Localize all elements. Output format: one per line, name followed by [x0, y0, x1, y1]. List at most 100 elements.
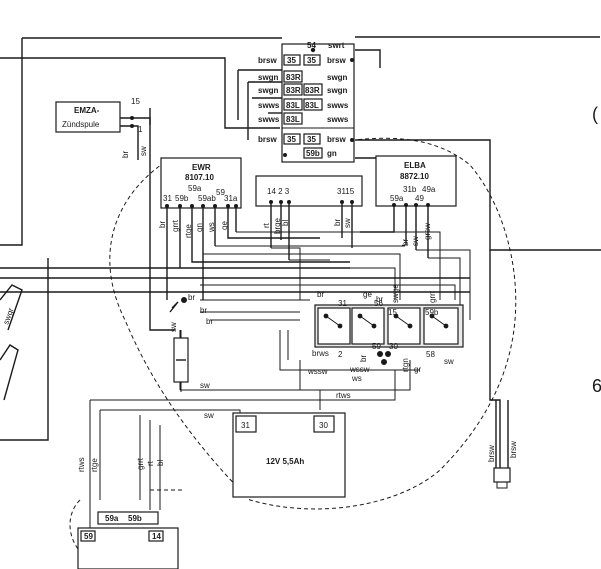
- relay-top-grrt: grrt: [428, 290, 437, 303]
- relay-top-swge: swge: [391, 284, 400, 303]
- battery-label: 12V 5,5Ah: [266, 457, 304, 466]
- sw-row1-pin1: 83R: [286, 73, 301, 82]
- ewr-wire-br: br: [158, 221, 167, 228]
- center-wire-rt: rt: [262, 222, 271, 228]
- lamp-wire-rtws: rtws: [77, 457, 86, 472]
- relay-pin-2: 2: [338, 350, 343, 359]
- ewr-pin-59a: 59a: [188, 184, 202, 193]
- ewr-regulator: EWR 8107.10 59a 59 31 59b 59ab 31a br gr…: [158, 157, 350, 300]
- sw-row3-pin1: 83L: [286, 101, 300, 110]
- elba-pin-49a: 49a: [422, 185, 436, 194]
- relay-wire-br: br: [376, 295, 383, 304]
- center-pins-right: 3115: [337, 187, 355, 196]
- emza-subtitle: Zündspule: [62, 120, 100, 129]
- ground-wire-br: br: [188, 293, 195, 302]
- sw-row0-pin2: 35: [307, 56, 316, 65]
- sw-row3-right: swws: [327, 101, 349, 110]
- center-connector: 14 2 3 3115 rt brge bl br sw: [255, 175, 363, 260]
- relay-wire-brws: brws: [312, 349, 329, 358]
- ground-wire-br-3: br: [206, 317, 213, 326]
- lamp-wire-grrt: grrt: [136, 457, 145, 470]
- sw-row2-right: swgn: [327, 86, 348, 95]
- relay-wire-rtgn: rtgn: [401, 358, 410, 372]
- emza-title: EMZA-: [74, 106, 100, 115]
- sw-row0-top: 54: [307, 41, 316, 50]
- relay-pin-59: 59: [372, 342, 381, 351]
- elba-pin-31b: 31b: [403, 185, 417, 194]
- center-wire-sw: sw: [343, 218, 352, 228]
- sw-row1-left: swgn: [258, 73, 279, 82]
- ewr-pin-59b: 59b: [175, 194, 189, 203]
- lamp-wire-rt: rt: [146, 460, 155, 466]
- relay-wire-wssw-2: wssw: [349, 365, 370, 374]
- batt-wire-sw: sw: [204, 411, 214, 420]
- lamp-pin-59: 59: [84, 532, 93, 541]
- elba-module: ELBA 8872.10 31b 49a 59a 49 br sw grsw: [360, 155, 457, 258]
- plug-wire-brsw: brsw: [487, 445, 496, 462]
- wire-sw-emza: sw: [139, 146, 148, 156]
- left-edge-component: swgr: [0, 284, 23, 401]
- sw-row2-pin1: 83R: [286, 86, 301, 95]
- relay-top-ge: ge: [363, 290, 372, 299]
- emza-pin-15: 15: [131, 97, 140, 106]
- battery-pin-31: 31: [241, 421, 250, 430]
- emza-ignition-coil: EMZA- Zündspule 15 1 br sw: [55, 97, 175, 331]
- sw-row2-left: swgn: [258, 86, 279, 95]
- elba-part: 8872.10: [400, 172, 429, 181]
- elba-wire-grsw: grsw: [423, 223, 432, 240]
- sw-row2-pin2: 83R: [305, 86, 320, 95]
- ewr-wire-ge: ge: [220, 221, 229, 230]
- sw-row5-right: brsw: [327, 135, 346, 144]
- ewr-wire-grrt: grrt: [171, 219, 180, 232]
- sw-row5-left: brsw: [258, 135, 277, 144]
- center-wire-br: br: [333, 219, 342, 226]
- right-plug: brsw brsw: [487, 400, 518, 489]
- sw-row4-left: swws: [258, 115, 280, 124]
- sw-row0-pin1: 35: [287, 56, 296, 65]
- ewr-wire-ws: ws: [207, 222, 216, 233]
- relay-pin-59b: 59b: [425, 308, 439, 317]
- ewr-wire-rtge: rtge: [184, 224, 193, 238]
- sw-row4-right: swws: [327, 115, 349, 124]
- lamp-pin-59a: 59a: [105, 514, 119, 523]
- sw-row5-pin1: 35: [287, 135, 296, 144]
- elba-pin-49: 49: [415, 194, 424, 203]
- switch-connector-box: 54 swrt brsw 35 35 brsw swgn 83R swgn sw…: [258, 41, 355, 163]
- relay-wire-br-2: br: [359, 355, 368, 362]
- sw-row0-left: brsw: [258, 56, 277, 65]
- center-wire-brge: brge: [273, 217, 282, 234]
- emza-box: [55, 101, 121, 133]
- relay-pin-56: 56: [374, 299, 383, 308]
- sw-row0-top-r: swrt: [328, 41, 345, 50]
- relay-pin-31: 31: [338, 299, 347, 308]
- fuse-wire-sw: sw: [169, 322, 178, 332]
- sw-row0-right: brsw: [327, 56, 346, 65]
- sw-row5-pin2: 35: [307, 135, 316, 144]
- relay-block: 31 56 15 59b 2 59 30 58 br ge swge grrt …: [307, 284, 464, 400]
- fuse-and-ground: sw sw sw br br br: [169, 293, 214, 420]
- emza-pin-1: 1: [138, 125, 143, 134]
- wire-br-emza: br: [121, 151, 130, 158]
- margin-mark-bottom: 6: [592, 376, 601, 396]
- relay-wire-ws: ws: [351, 374, 362, 383]
- fuse-wire-sw-2: sw: [200, 381, 210, 390]
- battery: 31 30 12V 5,5Ah: [232, 412, 346, 498]
- ewr-pin-59ab: 59ab: [198, 194, 216, 203]
- relay-wire-gr: gr: [414, 365, 421, 374]
- lamp-pin-59b: 59b: [128, 514, 142, 523]
- plug-wire-brsw-2: brsw: [509, 441, 518, 458]
- sw-row3-left: swws: [258, 101, 280, 110]
- center-wire-bl: bl: [281, 220, 290, 226]
- elba-pin-59a: 59a: [390, 194, 404, 203]
- battery-pin-30: 30: [319, 421, 328, 430]
- ewr-title: EWR: [192, 163, 211, 172]
- sw-row3-pin2: 83L: [305, 101, 319, 110]
- relay-pin-30: 30: [389, 342, 398, 351]
- elba-wire-br: br: [401, 239, 410, 246]
- relay-pin-15: 15: [388, 308, 397, 317]
- margin-mark-top: (: [592, 104, 598, 124]
- sw-row6-pin1: 59b: [306, 149, 320, 158]
- ewr-pin-59: 59: [216, 188, 225, 197]
- ewr-pin-31a: 31a: [224, 194, 238, 203]
